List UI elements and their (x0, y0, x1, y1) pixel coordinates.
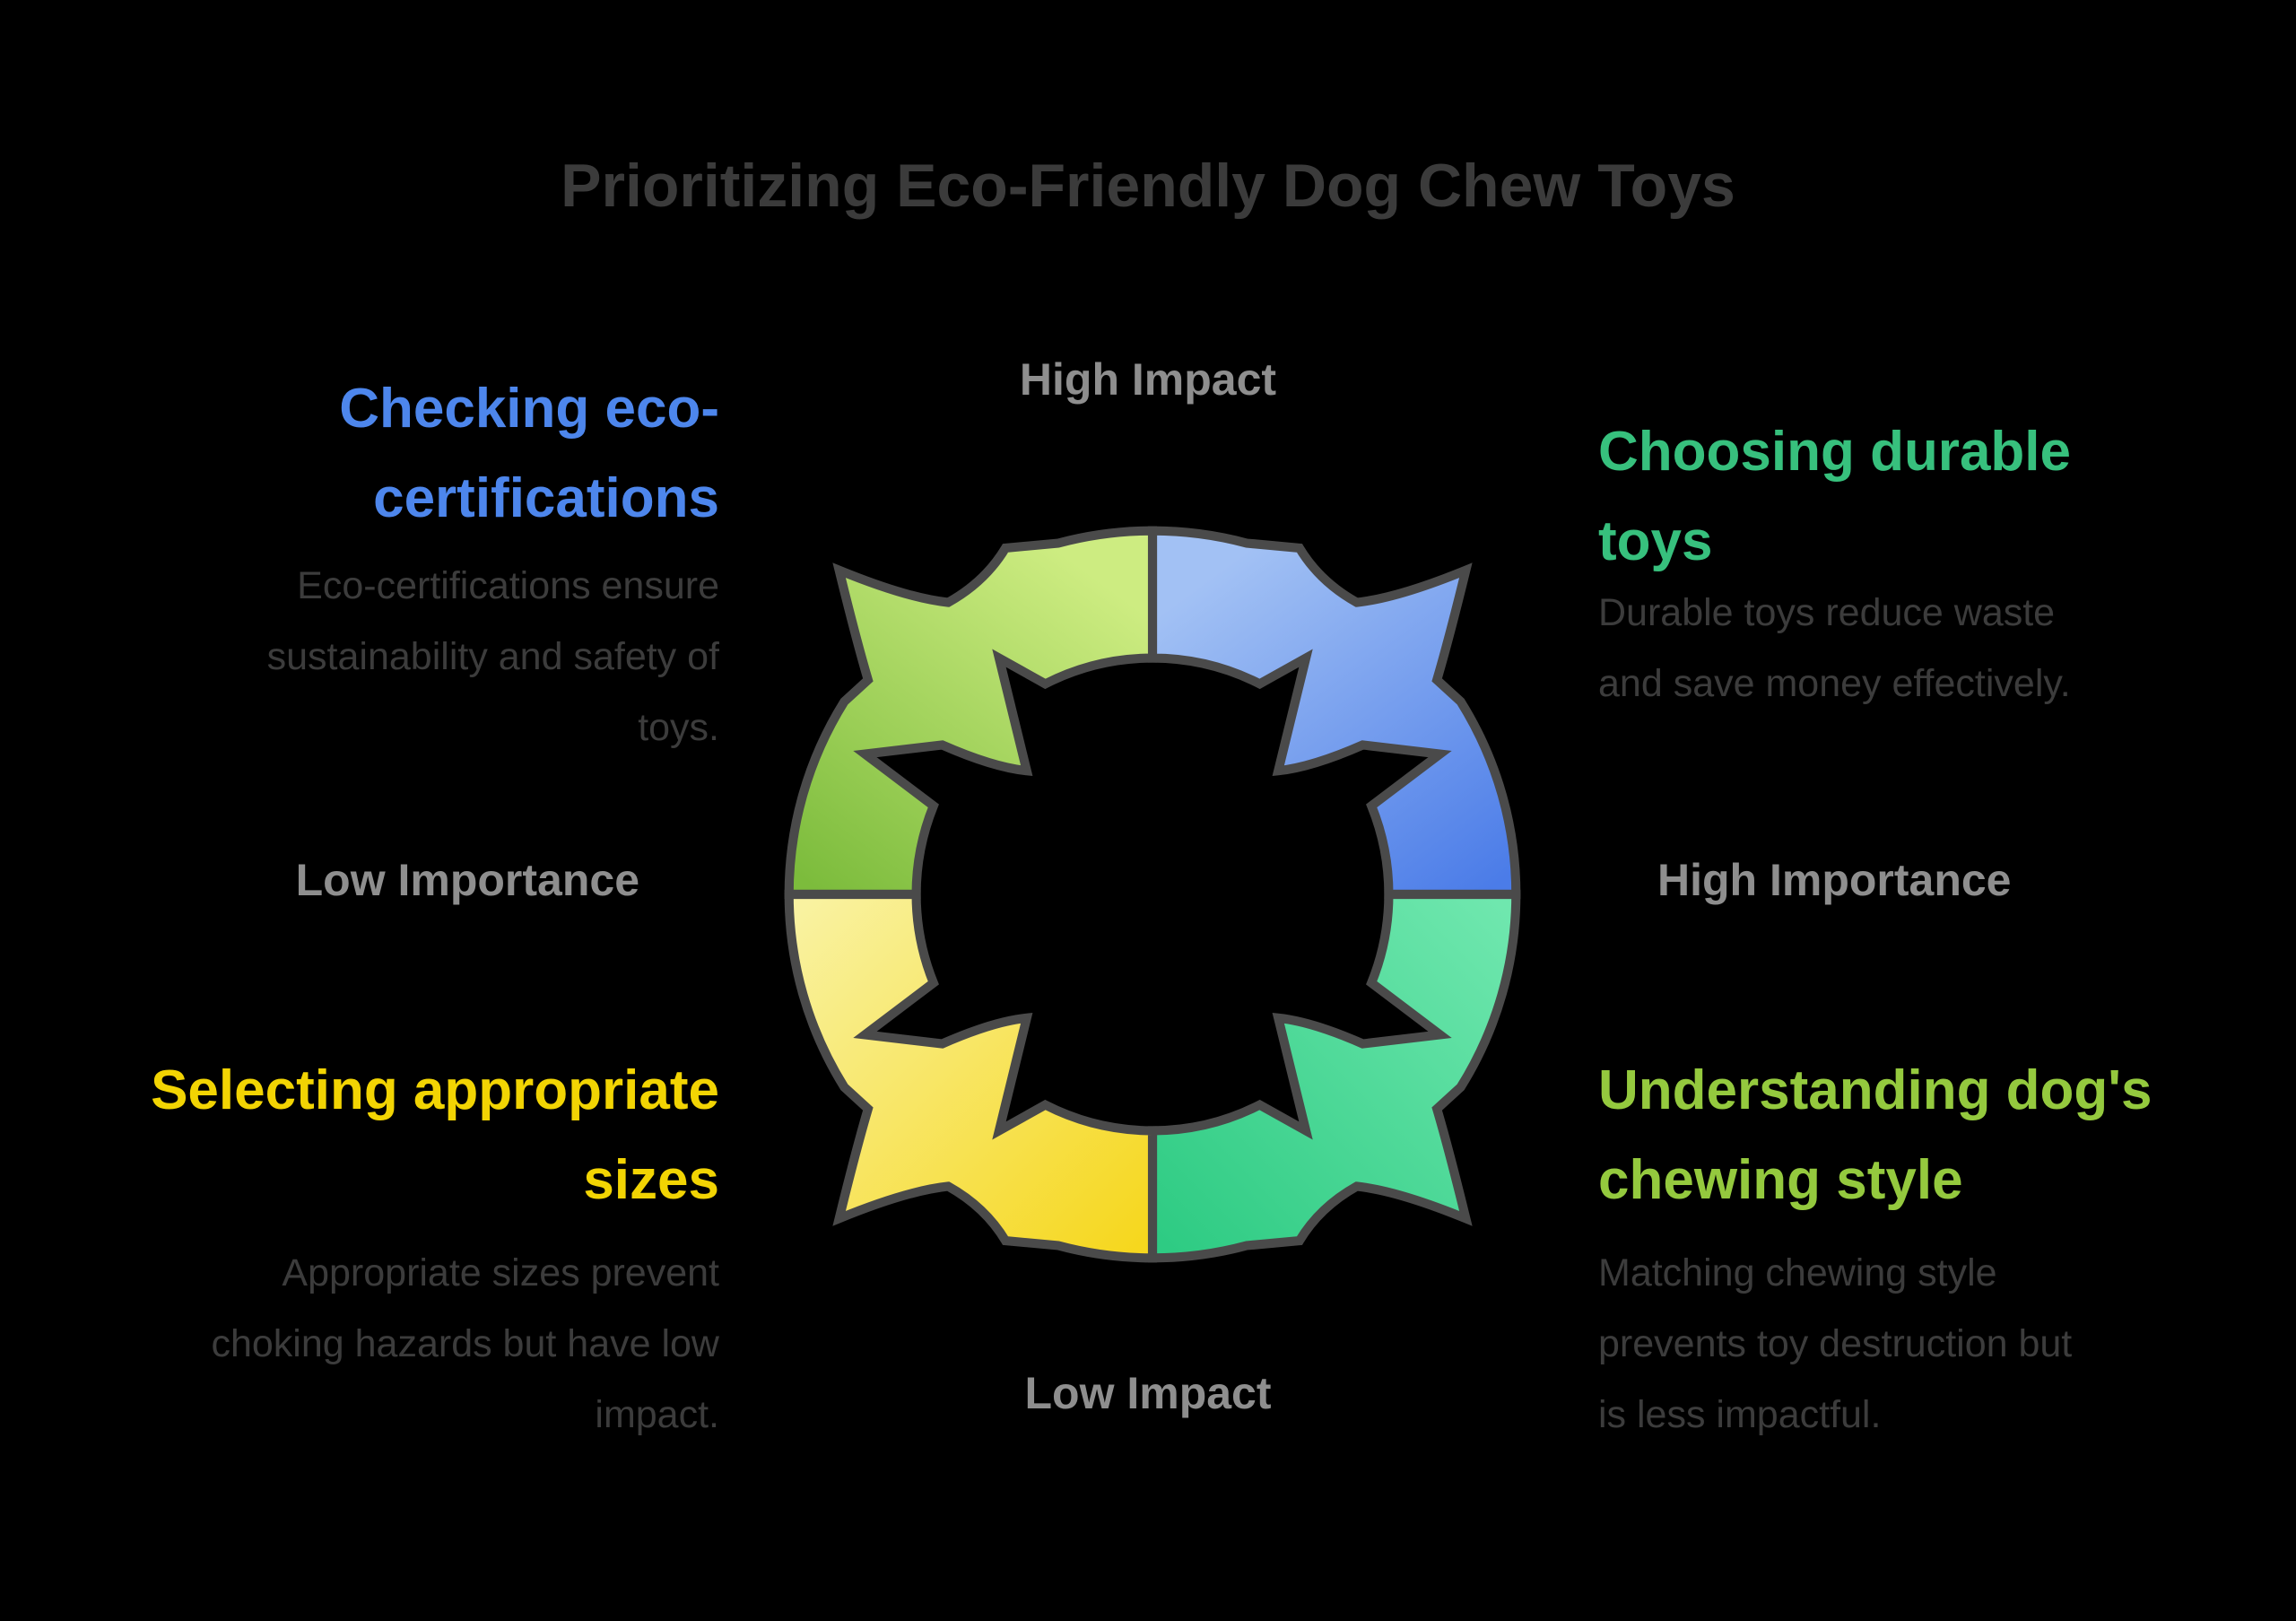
page-title: Prioritizing Eco-Friendly Dog Chew Toys (561, 152, 1735, 220)
axis-label-high-importance: High Importance (1657, 855, 2012, 905)
axis-label-low-importance: Low Importance (295, 855, 639, 905)
quadrant-heading-selecting-appropriate-sizes: Selecting appropriate sizes (151, 1059, 719, 1212)
quadrant-body-selecting-appropriate-sizes: Appropriate sizes prevent choking hazard… (211, 1251, 719, 1437)
cycle-arrow-bottom-right (1152, 894, 1516, 1258)
cycle-diagram (671, 413, 1634, 1376)
quadrant-heading-checking-eco-certifications: Checking eco- certifications (339, 378, 719, 530)
quadrant-heading-choosing-durable-toys: Choosing durable toys (1598, 421, 2071, 573)
quadrant-body-checking-eco-certifications: Eco-certifications ensure sustainability… (266, 564, 719, 750)
cycle-arrow-top-right (1152, 531, 1516, 894)
cycle-arrow-bottom-left (789, 894, 1152, 1258)
quadrant-heading-understanding-chewing-style: Understanding dog's chewing style (1598, 1059, 2152, 1212)
quadrant-body-understanding-chewing-style: Matching chewing style prevents toy dest… (1598, 1251, 2073, 1437)
quadrant-body-choosing-durable-toys: Durable toys reduce waste and save money… (1598, 591, 2071, 706)
cycle-arrow-top-left (789, 531, 1152, 894)
axis-label-high-impact: High Impact (1019, 354, 1277, 405)
axis-label-low-impact: Low Impact (1024, 1368, 1272, 1418)
